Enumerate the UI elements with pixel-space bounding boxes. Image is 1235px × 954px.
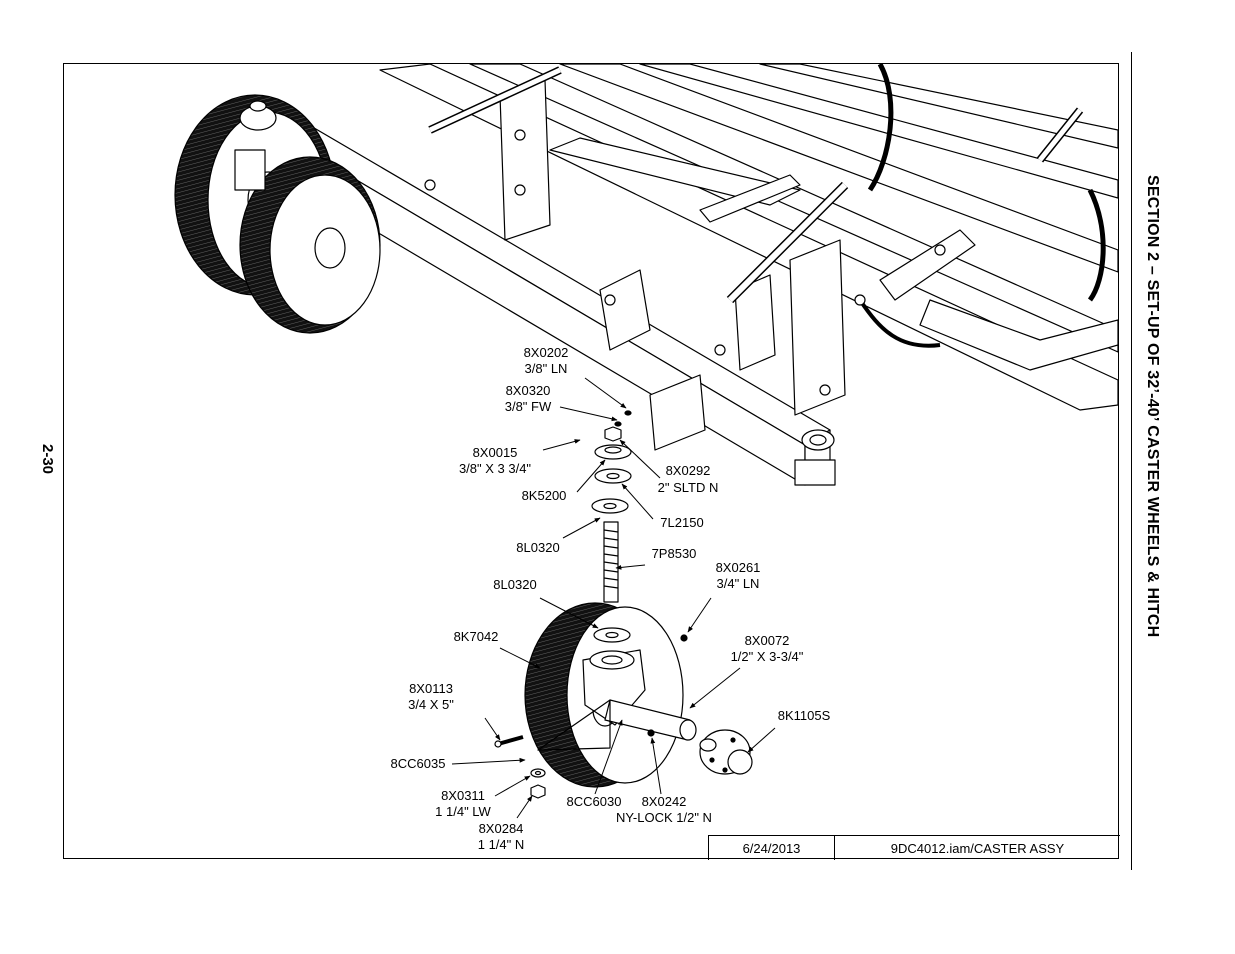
callout-labels: 8X0202 3/8" LN 8X0320 3/8" FW 8X0015 3/8… (391, 345, 831, 852)
callout-8X0292-desc: 2" SLTD N (658, 480, 719, 495)
callout-8X0320-part: 8X0320 (506, 383, 551, 398)
callout-8CC6030-part: 8CC6030 (567, 794, 622, 809)
page-number: 2-30 (39, 444, 56, 475)
callout-8X0113-part: 8X0113 (409, 681, 453, 696)
section-divider-line (1131, 52, 1132, 870)
callout-8X0242-part: 8X0242 (642, 794, 687, 809)
callout-8L0320-part-lower: 8L0320 (493, 577, 536, 592)
callout-8X0202-desc: 3/8" LN (525, 361, 568, 376)
callout-8CC6035-part: 8CC6035 (391, 756, 446, 771)
drawing-filename: 9DC4012.iam/CASTER ASSY (890, 840, 1065, 856)
callout-7P8530-part: 7P8530 (652, 546, 697, 561)
caster-wheel (494, 602, 753, 799)
callout-8K5200-part: 8K5200 (522, 488, 567, 503)
callout-8X0320-desc: 3/8" FW (505, 399, 552, 414)
callout-8X0202-part: 8X0202 (524, 345, 569, 360)
leader-lines (451, 377, 776, 819)
callout-8K7042-part: 8K7042 (454, 629, 499, 644)
callout-8X0015-part: 8X0015 (473, 445, 518, 460)
drawing-date: 6/24/2013 (709, 836, 835, 860)
callout-7L2150-part: 7L2150 (660, 515, 703, 530)
callout-8X0242-desc: NY-LOCK 1/2" N (616, 810, 712, 825)
section-title: SECTION 2 – SET-UP OF 32’-40’ CASTER WHE… (1144, 175, 1161, 638)
callout-8X0072-desc: 1/2" X 3-3/4" (731, 649, 804, 664)
callout-8X0311-desc: 1 1/4" LW (435, 804, 491, 819)
title-block: 6/24/2013 9DC4012.iam/CASTER ASSY (708, 835, 1120, 860)
callout-8X0292-part: 8X0292 (666, 463, 711, 478)
callout-8X0015-desc: 3/8" X 3 3/4" (459, 461, 531, 476)
callout-8X0284-desc: 1 1/4" N (478, 837, 525, 852)
callout-8X0284-part: 8X0284 (479, 821, 524, 836)
callout-8X0072-part: 8X0072 (745, 633, 790, 648)
exploded-hardware (591, 410, 632, 603)
callout-8L0320-part-upper: 8L0320 (516, 540, 559, 555)
dual-gauge-wheels (174, 94, 381, 334)
drawing-frame (63, 63, 1119, 859)
callout-8K1105S-part: 8K1105S (778, 708, 831, 723)
callout-8X0311-part: 8X0311 (441, 788, 485, 803)
callout-8X0261-part: 8X0261 (716, 560, 761, 575)
implement-frame (254, 64, 1118, 486)
callout-8X0113-desc: 3/4 X 5" (408, 697, 454, 712)
callout-8X0261-desc: 3/4" LN (717, 576, 760, 591)
